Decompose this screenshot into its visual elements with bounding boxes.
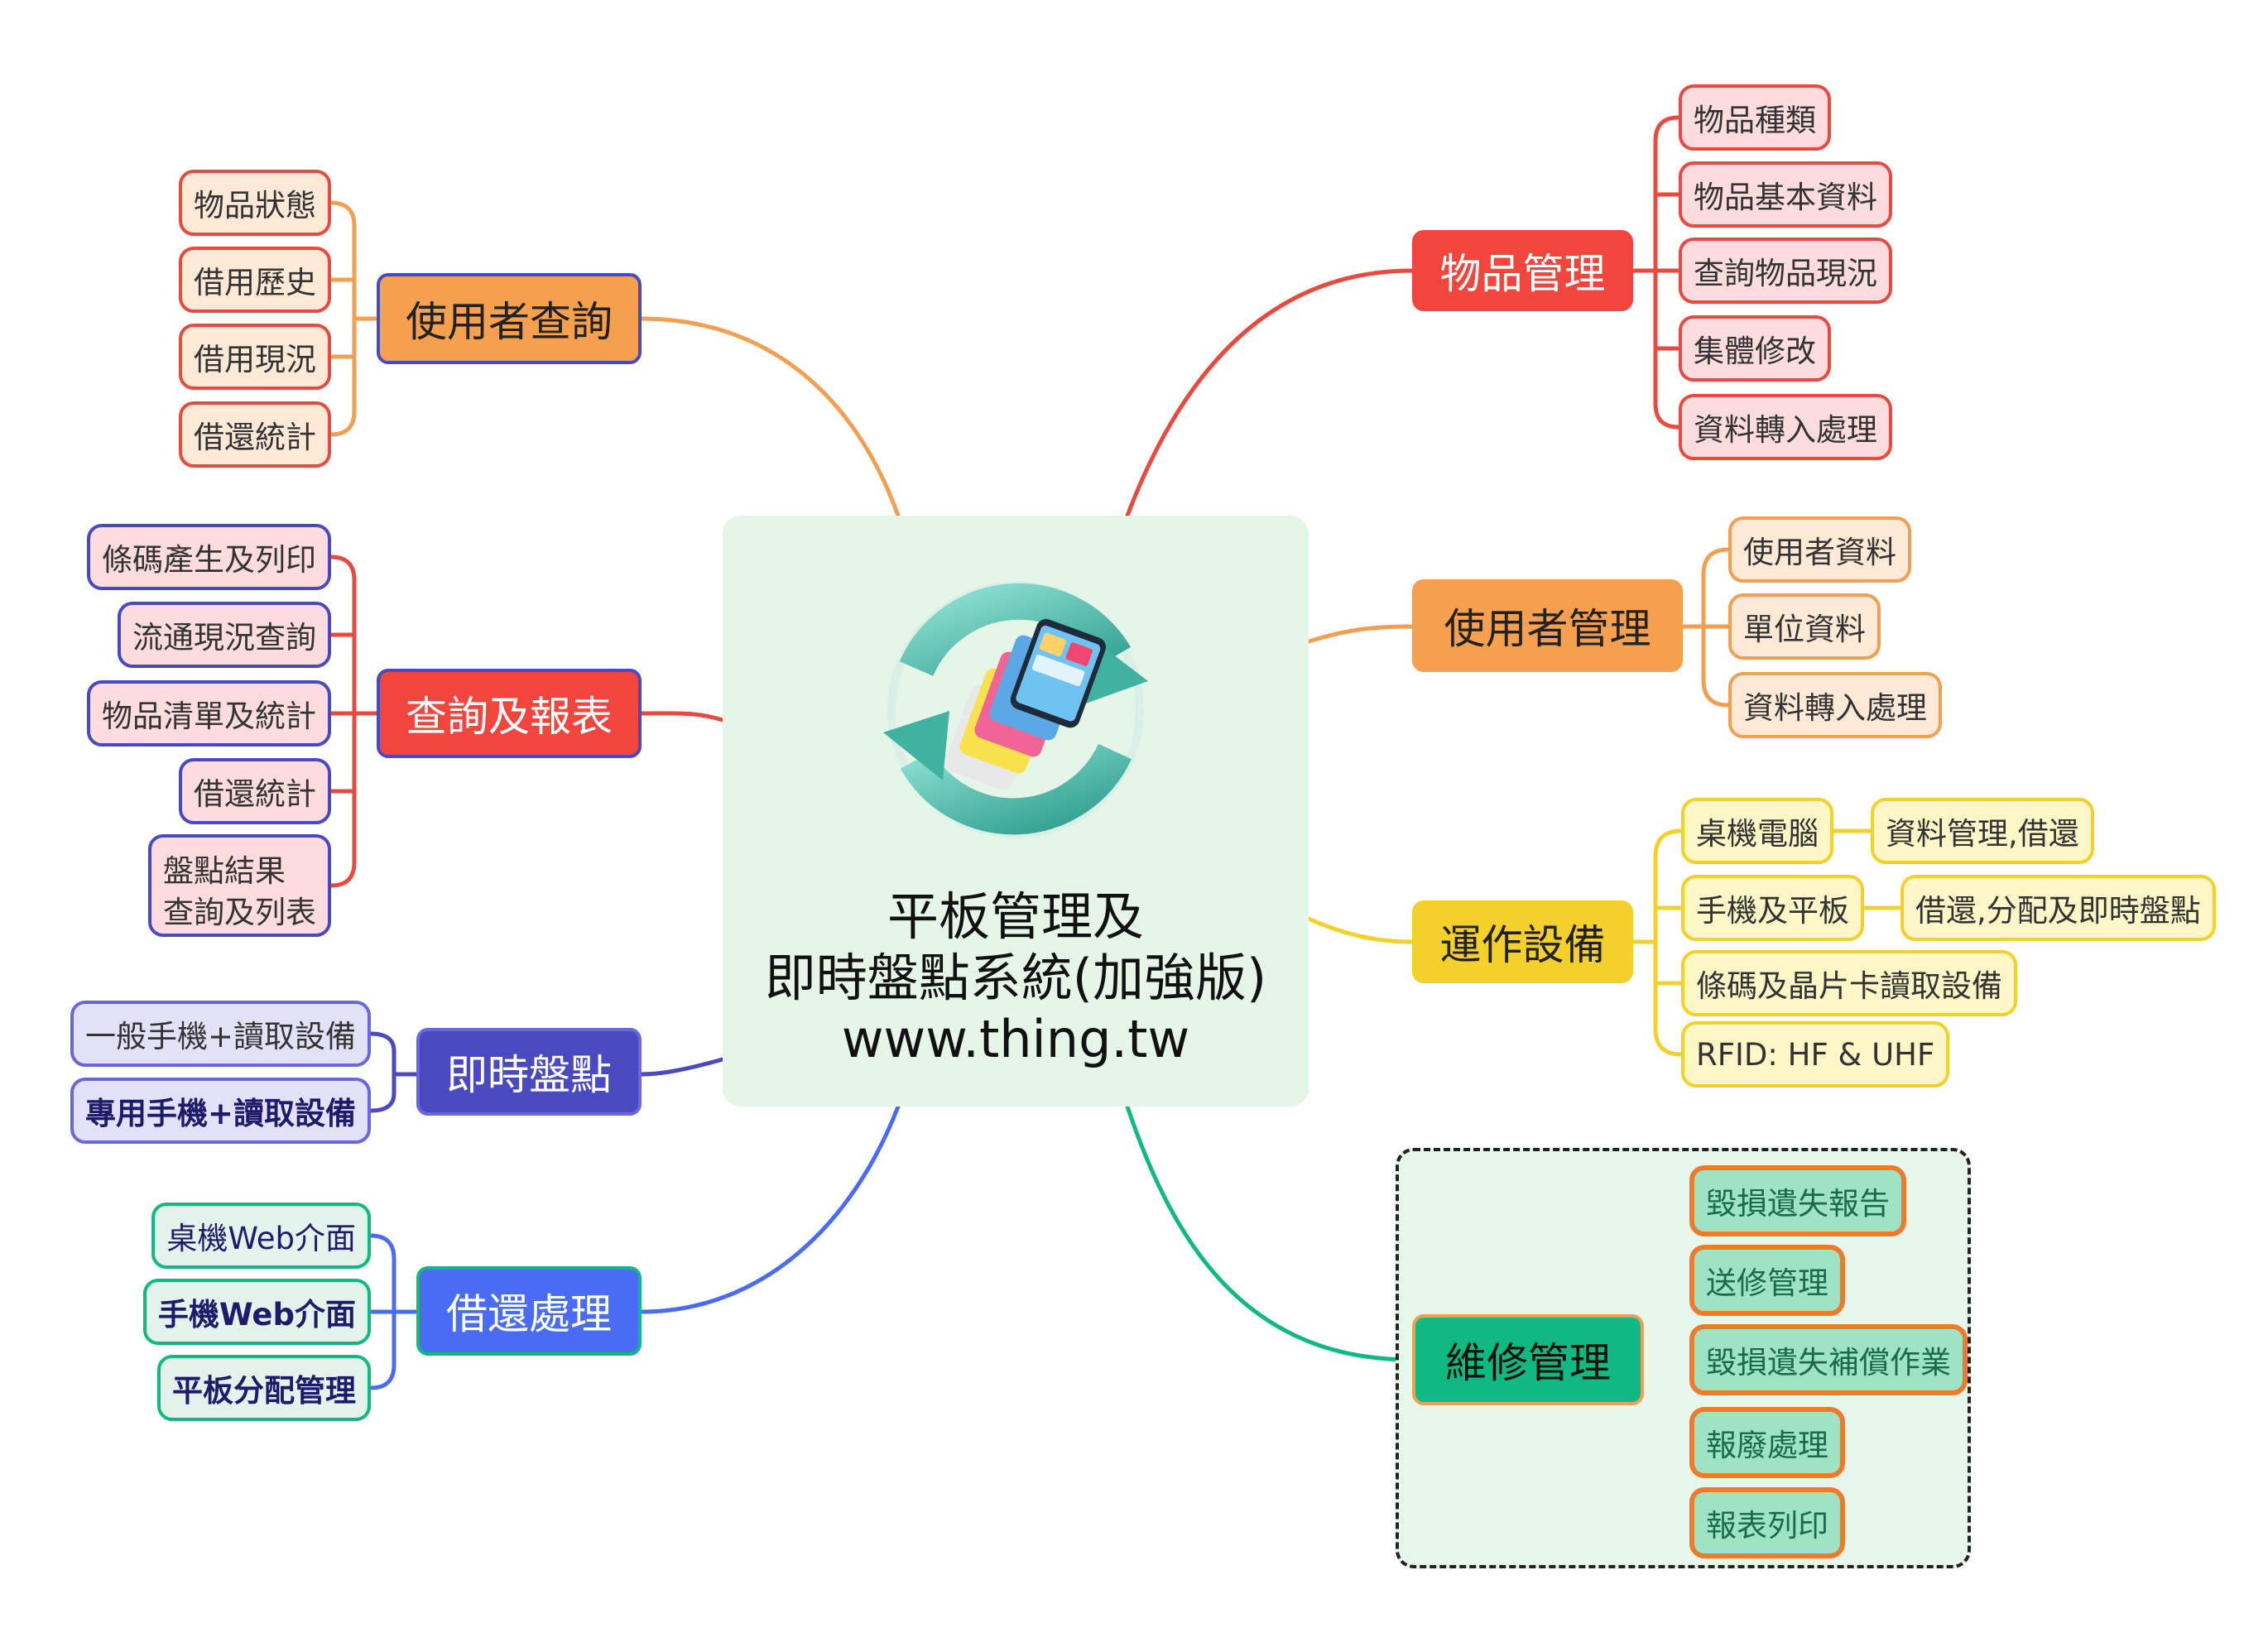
leaf-tablet-assign-mgmt[interactable]: 平板分配管理 [157,1355,371,1421]
branch-user-management[interactable]: 使用者管理 [1412,579,1683,672]
branch-repair-management[interactable]: 維修管理 [1412,1314,1644,1405]
inventory-results-line-1: 盤點結果 [163,853,286,889]
leaf-damage-compensation[interactable]: 毀損遺失補償作業 [1689,1324,1968,1395]
central-title-line-2: 即時盤點系統(加強版) [764,948,1267,1008]
leaf-user-data[interactable]: 使用者資料 [1728,516,1911,583]
leaf-unit-data[interactable]: 單位資料 [1728,593,1881,660]
leaf-barcode-card-reader[interactable]: 條碼及晶片卡讀取設備 [1681,950,2017,1016]
leaf-dedicated-phone-reader[interactable]: 專用手機+讀取設備 [70,1078,371,1144]
branch-realtime-inventory[interactable]: 即時盤點 [416,1028,641,1116]
leaf-mobile-web-ui[interactable]: 手機Web介面 [142,1279,371,1345]
leaf-desktop-web-ui[interactable]: 桌機Web介面 [151,1203,371,1269]
leaf-item-types[interactable]: 物品種類 [1679,84,1831,151]
leaf-damage-loss-report[interactable]: 毀損遺失報告 [1689,1165,1906,1236]
leaf-lending-stats[interactable]: 借還統計 [179,401,331,468]
leaf-report-printing[interactable]: 報表列印 [1689,1487,1845,1558]
leaf-borrow-status[interactable]: 借用現況 [179,324,331,390]
leaf-inventory-results[interactable]: 盤點結果 查詢及列表 [148,834,331,937]
tablet-sync-logo-icon [883,582,1148,838]
leaf-lending-stats-report[interactable]: 借還統計 [179,758,331,824]
leaf-scrap-processing[interactable]: 報廢處理 [1689,1407,1845,1478]
leaf-lending-assign-inventory[interactable]: 借還,分配及即時盤點 [1900,875,2216,941]
branch-lending-processing[interactable]: 借還處理 [416,1266,641,1356]
leaf-rfid-hf-uhf[interactable]: RFID: HF & UHF [1681,1021,1950,1087]
central-title: 平板管理及 即時盤點系統(加強版) www.thing.tw [723,886,1309,1070]
central-title-line-3: www.thing.tw [841,1009,1190,1069]
branch-operating-devices[interactable]: 運作設備 [1412,900,1633,983]
leaf-item-data-import[interactable]: 資料轉入處理 [1679,394,1892,460]
leaf-data-mgmt-lending[interactable]: 資料管理,借還 [1871,798,2094,864]
inventory-results-line-2: 查詢及列表 [163,895,316,930]
leaf-batch-edit[interactable]: 集體修改 [1679,315,1831,382]
branch-user-query[interactable]: 使用者查詢 [377,273,641,364]
branch-query-reports[interactable]: 查詢及報表 [377,669,641,758]
leaf-user-data-import[interactable]: 資料轉入處理 [1728,672,1942,738]
central-topic[interactable]: 平板管理及 即時盤點系統(加強版) www.thing.tw [723,516,1309,1107]
leaf-repair-dispatch[interactable]: 送修管理 [1689,1245,1845,1316]
leaf-item-status-query[interactable]: 查詢物品現況 [1679,238,1892,304]
leaf-phone-tablet[interactable]: 手機及平板 [1681,875,1864,941]
leaf-borrow-history[interactable]: 借用歷史 [179,247,331,313]
branch-item-management[interactable]: 物品管理 [1412,230,1633,311]
leaf-general-phone-reader[interactable]: 一般手機+讀取設備 [70,1001,371,1067]
leaf-desktop-pc[interactable]: 桌機電腦 [1681,798,1833,864]
leaf-circulation-query[interactable]: 流通現況查詢 [118,602,331,668]
leaf-item-list-stats[interactable]: 物品清單及統計 [87,680,331,747]
leaf-item-status[interactable]: 物品狀態 [179,170,331,236]
leaf-barcode-print[interactable]: 條碼產生及列印 [87,524,331,590]
central-title-line-1: 平板管理及 [887,886,1144,947]
leaf-item-basic-data[interactable]: 物品基本資料 [1679,161,1892,228]
